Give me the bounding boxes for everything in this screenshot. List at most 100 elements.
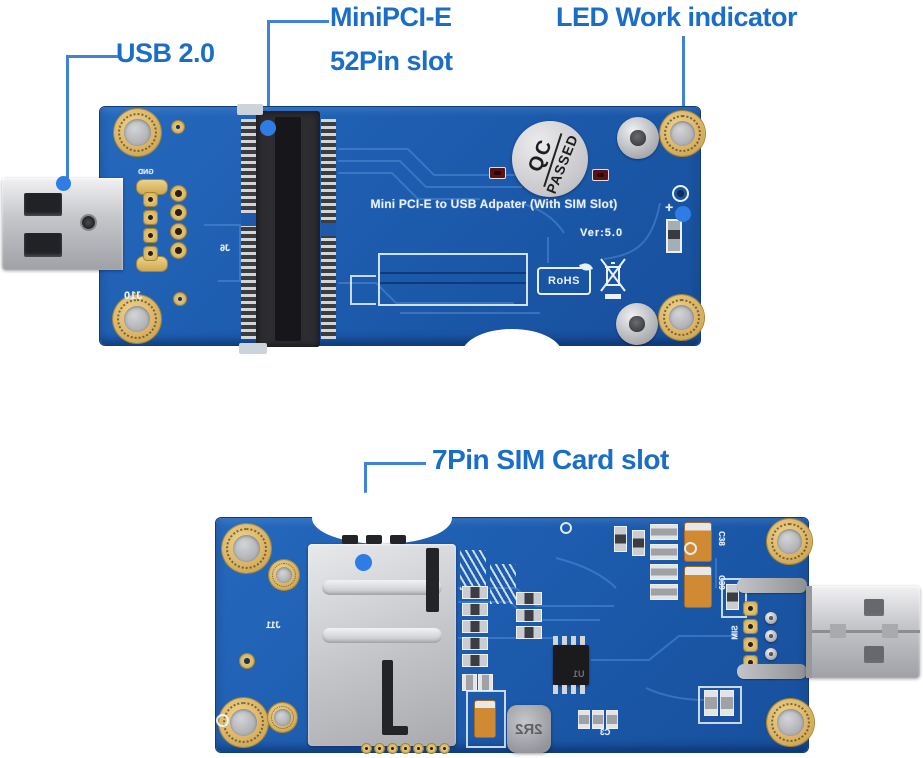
mounting-hole bbox=[113, 295, 161, 343]
weee-crossed-bin-icon bbox=[600, 258, 626, 299]
silkscreen-gnd: GND bbox=[138, 169, 154, 176]
led-label: LED Work indicator bbox=[556, 2, 798, 32]
solder-joint bbox=[765, 630, 777, 642]
mounting-hole bbox=[767, 699, 814, 746]
sim-leader-line bbox=[364, 462, 426, 465]
usb-shield-hole bbox=[864, 646, 884, 663]
usb-shield-hole bbox=[864, 599, 884, 616]
led-work-indicator bbox=[666, 219, 682, 253]
usb-shield-notch bbox=[882, 624, 898, 638]
gold-pad bbox=[137, 180, 167, 194]
pin-row bbox=[241, 119, 256, 339]
led-pointer-dot bbox=[675, 206, 691, 222]
resistor bbox=[462, 586, 488, 599]
tantalum-capacitor bbox=[684, 566, 712, 608]
through-hole-pad bbox=[744, 620, 757, 633]
via bbox=[174, 293, 186, 305]
silkscreen-j6: J6 bbox=[220, 243, 231, 253]
usb-connector bbox=[806, 586, 920, 678]
mounting-hole bbox=[660, 111, 705, 156]
smd-led bbox=[489, 167, 506, 179]
sim-latch-slot bbox=[382, 660, 393, 732]
through-hole-pad bbox=[171, 205, 186, 220]
capacitor bbox=[578, 710, 590, 729]
sim-pin bbox=[414, 744, 423, 753]
footprint-outline bbox=[378, 253, 528, 306]
usb-shield-edge bbox=[806, 586, 812, 678]
silkscreen-c3: C3 bbox=[600, 728, 611, 737]
solder-tab bbox=[237, 104, 263, 115]
sim-pin bbox=[375, 744, 384, 753]
smd-led bbox=[592, 169, 609, 181]
usb-shield-dimple bbox=[82, 216, 95, 229]
through-hole-pad bbox=[144, 193, 157, 206]
sim-pin bbox=[362, 744, 371, 753]
sim-label: 7Pin SIM Card slot bbox=[432, 444, 669, 475]
capacitor bbox=[606, 710, 618, 729]
minipcie-label-line1: MiniPCI-E bbox=[330, 2, 452, 32]
metal-standoff bbox=[616, 303, 658, 345]
through-hole-pad bbox=[744, 638, 757, 651]
via bbox=[684, 542, 697, 555]
resistor bbox=[462, 654, 488, 667]
through-hole-pad bbox=[744, 602, 757, 615]
mounting-hole bbox=[222, 524, 271, 573]
silkscreen-hatch bbox=[460, 550, 486, 590]
silkscreen-j10: J10 bbox=[124, 290, 143, 302]
capacitor bbox=[650, 544, 678, 560]
usb-solder-tab bbox=[737, 664, 807, 679]
usb-shield-hole bbox=[24, 233, 62, 257]
sim-pin bbox=[427, 744, 436, 753]
resistor bbox=[516, 626, 542, 639]
via bbox=[240, 654, 254, 668]
ic-legs bbox=[553, 685, 589, 694]
sim-card-slot bbox=[308, 535, 456, 753]
minipcie-slot bbox=[237, 104, 336, 354]
sim-contact bbox=[366, 535, 382, 544]
pcb-traces bbox=[204, 148, 661, 314]
usb-shield-notch bbox=[830, 624, 846, 638]
capacitor bbox=[720, 690, 734, 716]
through-hole-pad bbox=[171, 224, 186, 239]
mounting-hole bbox=[268, 703, 297, 732]
resistor bbox=[632, 530, 645, 556]
sim-latch-slot bbox=[382, 726, 408, 735]
usb-leader-line bbox=[66, 55, 69, 183]
via bbox=[172, 121, 184, 133]
qc-passed-stamp: QC PASSED bbox=[512, 121, 588, 197]
mounting-hole bbox=[269, 560, 299, 590]
silkscreen-sim: SIM bbox=[730, 625, 740, 640]
solder-joint bbox=[765, 612, 777, 624]
sim-pin bbox=[401, 744, 410, 753]
through-hole-pad bbox=[144, 247, 157, 260]
capacitor bbox=[650, 524, 678, 540]
resistor bbox=[462, 603, 488, 616]
silkscreen-title: Mini PCI-E to USB Adpater (With SIM Slot… bbox=[370, 197, 618, 211]
rohs-mark: RoHS bbox=[537, 267, 591, 295]
silkscreen-hatch bbox=[490, 564, 516, 604]
resistor bbox=[462, 637, 488, 650]
component-outline bbox=[721, 578, 747, 618]
board-edge-notch bbox=[312, 492, 452, 544]
minipcie-label-line2: 52Pin slot bbox=[330, 46, 453, 76]
via bbox=[560, 522, 572, 534]
capacitor bbox=[478, 674, 493, 691]
capacitor bbox=[592, 710, 604, 729]
capacitor bbox=[650, 584, 678, 600]
solder-tab bbox=[239, 343, 267, 354]
through-hole-pad bbox=[171, 186, 186, 201]
solder-joint bbox=[765, 648, 777, 660]
silkscreen-j11: J11 bbox=[266, 620, 281, 630]
capacitor bbox=[462, 674, 477, 691]
via bbox=[216, 714, 229, 727]
ic-chip: U1 bbox=[553, 645, 589, 685]
sim-pin bbox=[388, 744, 397, 753]
sim-cover-groove bbox=[322, 580, 442, 595]
component-outline bbox=[466, 690, 506, 748]
mounting-hole bbox=[767, 519, 812, 564]
mounting-hole bbox=[114, 109, 161, 156]
resistor bbox=[614, 526, 627, 552]
metal-standoff bbox=[617, 117, 659, 159]
led-plus-mark: + bbox=[665, 199, 674, 215]
